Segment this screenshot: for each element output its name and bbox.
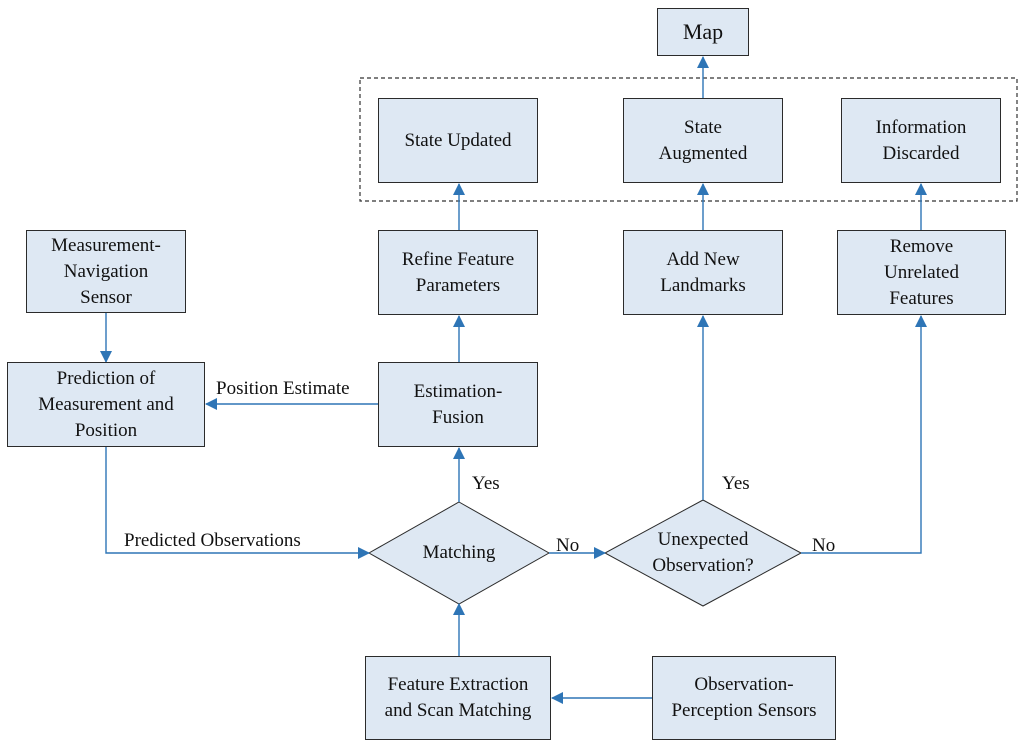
add-new-landmarks-box: Add New Landmarks [623,230,783,315]
feature-extraction-label: Feature Extraction and Scan Matching [384,674,532,721]
arrow-unexpected-to-remove [801,315,927,554]
yes-unexpected-label: Yes [722,473,750,494]
add-new-landmarks-label: Add New Landmarks [660,248,746,296]
refine-feature-parameters-label: Refine Feature Parameters [401,248,515,296]
feature-extraction-box: Feature Extraction and Scan Matching [365,656,551,740]
estimation-fusion-box: Estimation- Fusion [378,362,538,447]
refine-feature-parameters-box: Refine Feature Parameters [378,230,538,315]
prediction-box: Prediction of Measurement and Position [7,362,205,447]
predicted-observations-label: Predicted Observations [124,530,301,551]
state-augmented-label: State Augmented [658,116,748,164]
map-box: Map [657,8,749,56]
remove-unrelated-features-label: Remove Unrelated Features [884,235,959,309]
map-label: Map [682,19,724,44]
no-unexpected-label: No [812,535,836,556]
state-updated-label: State Updated [404,129,512,151]
estimation-fusion-label: Estimation- Fusion [413,380,503,428]
information-discarded-label: Information Discarded [875,116,967,164]
measurement-navigation-sensor-label: Measurement- Navigation Sensor [51,234,161,308]
arrow-prediction-to-matching [105,447,370,559]
state-augmented-box: State Augmented [623,98,783,183]
remove-unrelated-features-box: Remove Unrelated Features [837,230,1006,315]
yes-matching-label: Yes [472,473,500,494]
unexpected-observation-diamond [603,499,803,607]
matching-text: Matching [369,527,549,579]
prediction-label: Prediction of Measurement and Position [38,367,174,441]
information-discarded-box: Information Discarded [841,98,1001,183]
no-matching-label: No [556,535,580,556]
observation-perception-sensors-label: Observation- Perception Sensors [671,674,817,721]
unexpected-observation-label: Unexpected Observation? [652,529,754,576]
state-updated-box: State Updated [378,98,538,183]
matching-label: Matching [422,542,496,563]
measurement-navigation-sensor-box: Measurement- Navigation Sensor [26,230,186,313]
observation-perception-sensors-box: Observation- Perception Sensors [652,656,836,740]
position-estimate-label: Position Estimate [216,378,350,399]
results-group-border [359,77,1018,202]
unexpected-observation-text: Unexpected Observation? [605,527,801,579]
